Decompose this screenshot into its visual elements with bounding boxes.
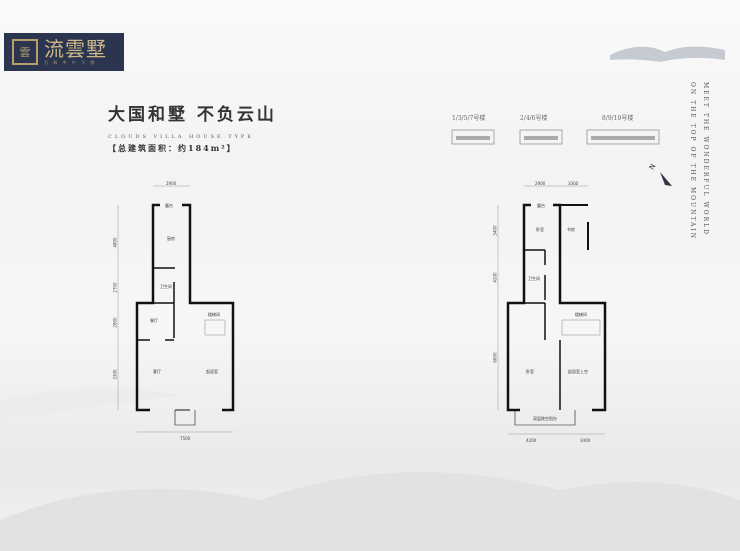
dimension: 3300	[112, 369, 118, 380]
room-label: 双层挑空阳台	[533, 416, 557, 421]
compass-arrow-icon	[660, 172, 672, 186]
building-key-plans	[451, 129, 660, 145]
dimension: 3300	[568, 181, 579, 186]
building-label: 2/4/6号楼	[520, 115, 548, 122]
building-label: 1/3/5/7号楼	[452, 115, 486, 122]
dimension: 4800	[112, 237, 118, 248]
room-label: 楼梯间	[208, 312, 220, 317]
room-label: 卧室	[526, 369, 534, 374]
room-label: 卫生间	[528, 276, 540, 281]
dimension: 4200	[492, 272, 498, 283]
logo-subtitle: 万 科 中 户 下 院	[44, 60, 97, 65]
room-label: 卧室	[536, 227, 544, 232]
dimension: 2800	[112, 317, 118, 328]
room-label: 卫生间	[160, 284, 172, 289]
page-title: 大国和墅 不负云山	[108, 105, 277, 125]
left-dim-lines	[117, 185, 605, 435]
slogan: MEET THE WONDERFUL WORLD ON THE TOP OF TH…	[688, 82, 710, 240]
dimension: 2900	[166, 181, 177, 186]
room-label: 书房	[567, 227, 575, 232]
room-label: 起居室上空	[568, 369, 588, 374]
dimension: 7500	[180, 436, 191, 441]
brand-logo: 雲 流雲墅 万 科 中 户 下 院	[4, 33, 124, 71]
room-label: 客厅	[153, 369, 161, 374]
dimension: 2900	[535, 181, 546, 186]
dimension: 3400	[580, 438, 591, 443]
room-label: 楼梯间	[575, 312, 587, 317]
dimension: 3400	[492, 225, 498, 236]
dimension: 4200	[526, 438, 537, 443]
room-label: 起居室	[206, 369, 218, 374]
english-subtitle: CLOUDS VILLA HOUSE TYPE	[108, 134, 254, 140]
logo-name: 流雲墅	[44, 37, 107, 61]
right-floor-plan	[506, 203, 607, 426]
room-label: 露台	[165, 203, 173, 208]
slogan-line: ON THE TOP OF THE MOUNTAIN	[689, 82, 696, 240]
dimension: 6600	[492, 352, 498, 363]
slogan-line: MEET THE WONDERFUL WORLD	[702, 82, 709, 236]
room-label: 厨房	[167, 236, 175, 241]
dimension: 2700	[112, 282, 118, 293]
room-label: 餐厅	[150, 318, 158, 323]
room-label: 露台	[537, 203, 545, 208]
logo-mark-icon: 雲	[12, 39, 38, 65]
logo-text: 流雲墅 万 科 中 户 下 院	[44, 38, 107, 66]
left-floor-plan	[135, 203, 235, 426]
total-area: 【总建筑面积：约184m²】	[108, 143, 237, 153]
building-label: 8/9/10号楼	[602, 115, 634, 122]
